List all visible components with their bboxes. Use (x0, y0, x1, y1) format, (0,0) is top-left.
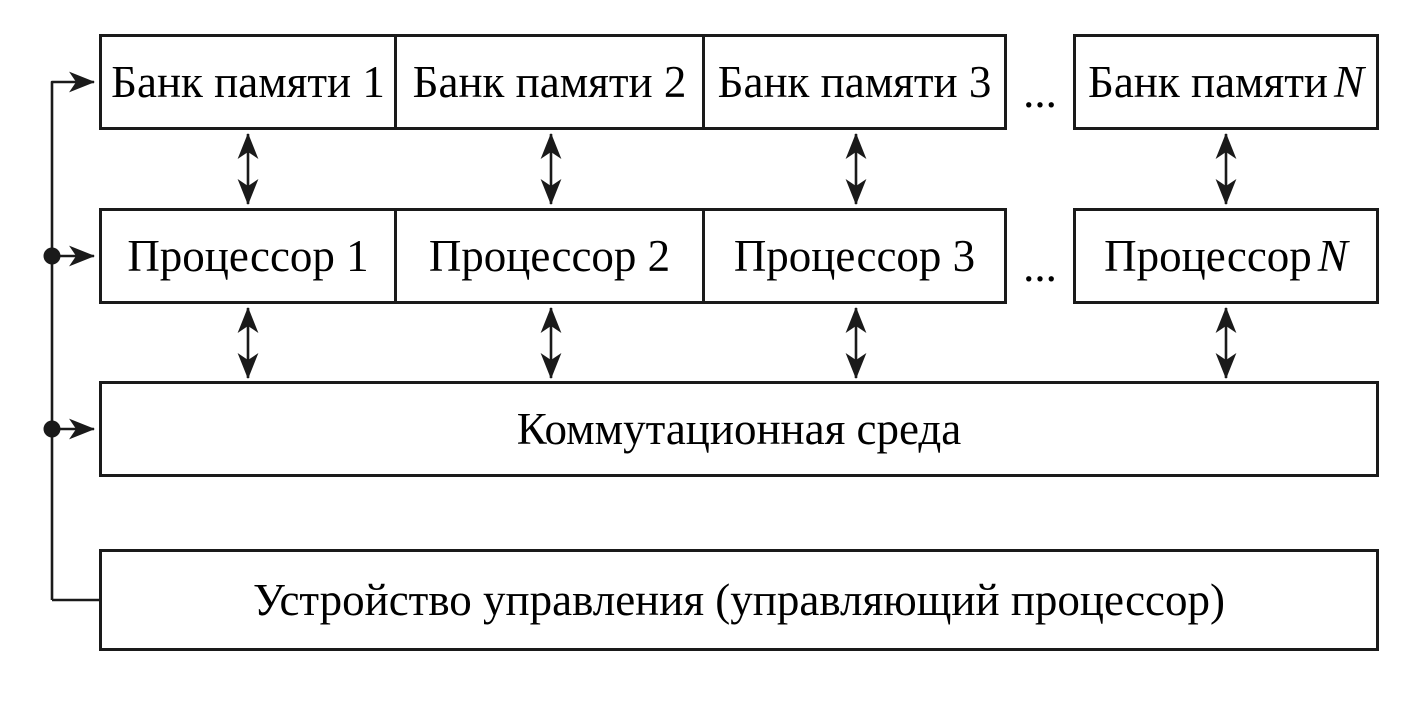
memory-bank-1-label: Банк памяти 1 (111, 56, 385, 107)
bus-junction-dot-processor (43, 247, 61, 265)
memory-bank-2-box: Банк памяти 2 (397, 34, 705, 130)
memory-row-ellipsis: ... (1023, 66, 1057, 117)
bus-junction-dot-switch (43, 420, 61, 438)
processor-2-label: Процессор 2 (428, 230, 671, 281)
processor-n-symbol: N (1317, 230, 1348, 281)
memory-bank-3-box: Банк памяти 3 (705, 34, 1007, 130)
processor-row-ellipsis: ... (1023, 240, 1057, 291)
control-bus-line (50, 71, 96, 600)
control-unit-label: Устройство управления (управляющий проце… (252, 574, 1226, 625)
processor-2-box: Процессор 2 (397, 208, 705, 304)
processor-1-label: Процессор 1 (127, 230, 369, 281)
memory-bank-2-label: Банк памяти 2 (412, 56, 687, 107)
memory-bank-1-box: Банк памяти 1 (99, 34, 397, 130)
memory-bank-3-label: Банк памяти 3 (717, 56, 992, 107)
processor-1-box: Процессор 1 (99, 208, 397, 304)
switching-medium-label: Коммутационная среда (516, 403, 962, 454)
memory-bank-n-symbol: N (1333, 56, 1364, 107)
processor-3-label: Процессор 3 (733, 230, 976, 281)
switching-medium-box: Коммутационная среда (99, 381, 1379, 477)
control-unit-box: Устройство управления (управляющий проце… (99, 549, 1379, 651)
processor-3-box: Процессор 3 (705, 208, 1007, 304)
